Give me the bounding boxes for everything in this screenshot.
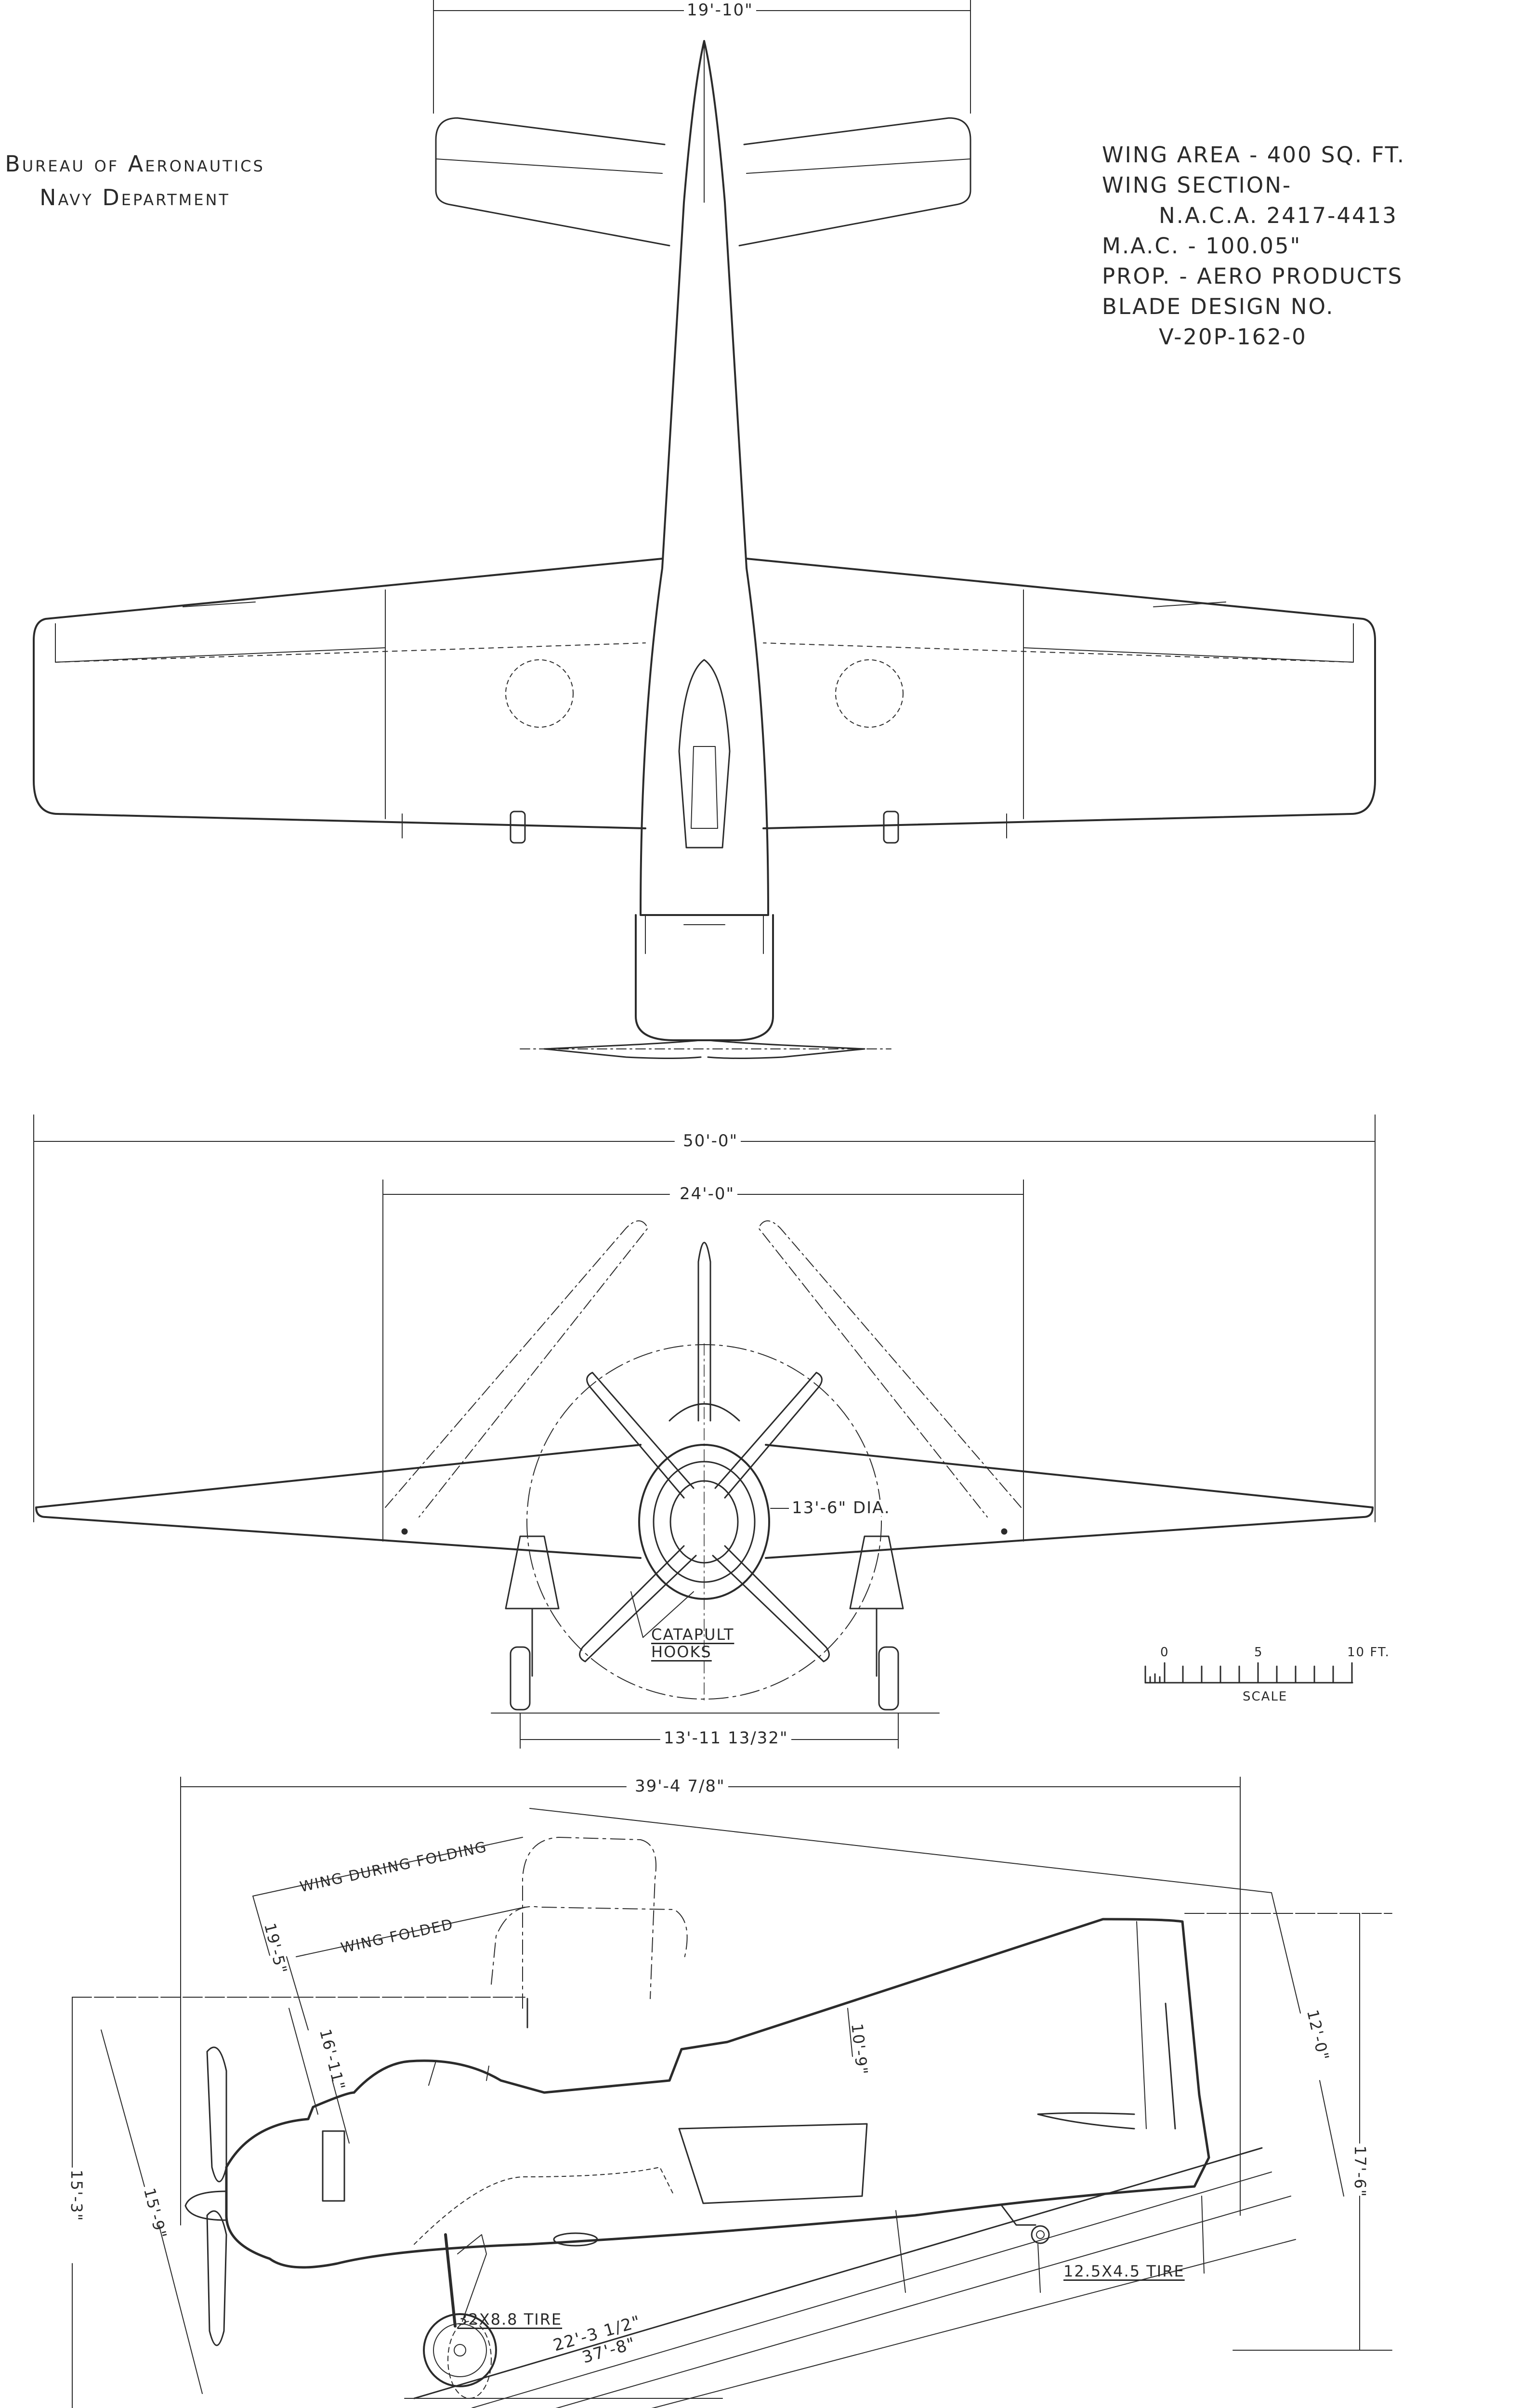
label-catapult-hooks-2: HOOKS [651, 1643, 712, 1661]
agency-title: Bureau of Aeronautics Navy Department [0, 147, 270, 214]
scale-bar-graphic [1145, 1663, 1352, 1683]
plan-view [34, 0, 1375, 1059]
dim-prop-diameter: 13'-6" DIA. [789, 1500, 893, 1516]
label-tail-tire: 12.5X4.5 TIRE [1063, 2262, 1185, 2280]
dim-wing-span: 50'-0" [680, 1133, 741, 1149]
dim-gear-track: 13'-11 13/32" [661, 1730, 791, 1746]
dim-tail-span: 19'-10" [684, 2, 756, 18]
spec-blade-number: V-20P-162-0 [1159, 324, 1307, 350]
agency-line-2: Navy Department [39, 184, 230, 210]
spec-wing-section: WING SECTION- [1102, 172, 1292, 198]
spec-wing-area: WING AREA - 400 SQ. FT. [1102, 142, 1406, 168]
front-view [34, 1115, 1375, 1748]
label-catapult-hooks-1: CATAPULT [651, 1625, 734, 1644]
spec-propeller: PROP. - AERO PRODUCTS [1102, 263, 1403, 289]
scale-tick-0: 0 [1160, 1645, 1169, 1660]
spec-blade-design: BLADE DESIGN NO. [1102, 294, 1335, 319]
specifications-block: WING AREA - 400 SQ. FT. WING SECTION- N.… [1102, 140, 1405, 352]
spec-mac: M.A.C. - 100.05" [1102, 233, 1302, 259]
dim-height-15-3: 15'-3" [67, 2170, 86, 2222]
scale-tick-10: 10 FT. [1347, 1645, 1390, 1660]
dim-folded-span: 24'-0" [677, 1186, 738, 1202]
scale-label: SCALE [1243, 1689, 1288, 1704]
scale-tick-5: 5 [1254, 1645, 1263, 1660]
agency-line-1: Bureau of Aeronautics [5, 151, 265, 177]
dim-canopy-height: 10'-9" [848, 2022, 872, 2077]
spec-naca-airfoil: N.A.C.A. 2417-4413 [1159, 203, 1398, 228]
side-view [72, 1777, 1392, 2408]
label-main-tire: 32X8.8 TIRE [458, 2310, 563, 2329]
dim-tail-height-ground: 17'-6" [1351, 2146, 1369, 2198]
dim-overall-length: 39'-4 7/8" [632, 1778, 728, 1794]
